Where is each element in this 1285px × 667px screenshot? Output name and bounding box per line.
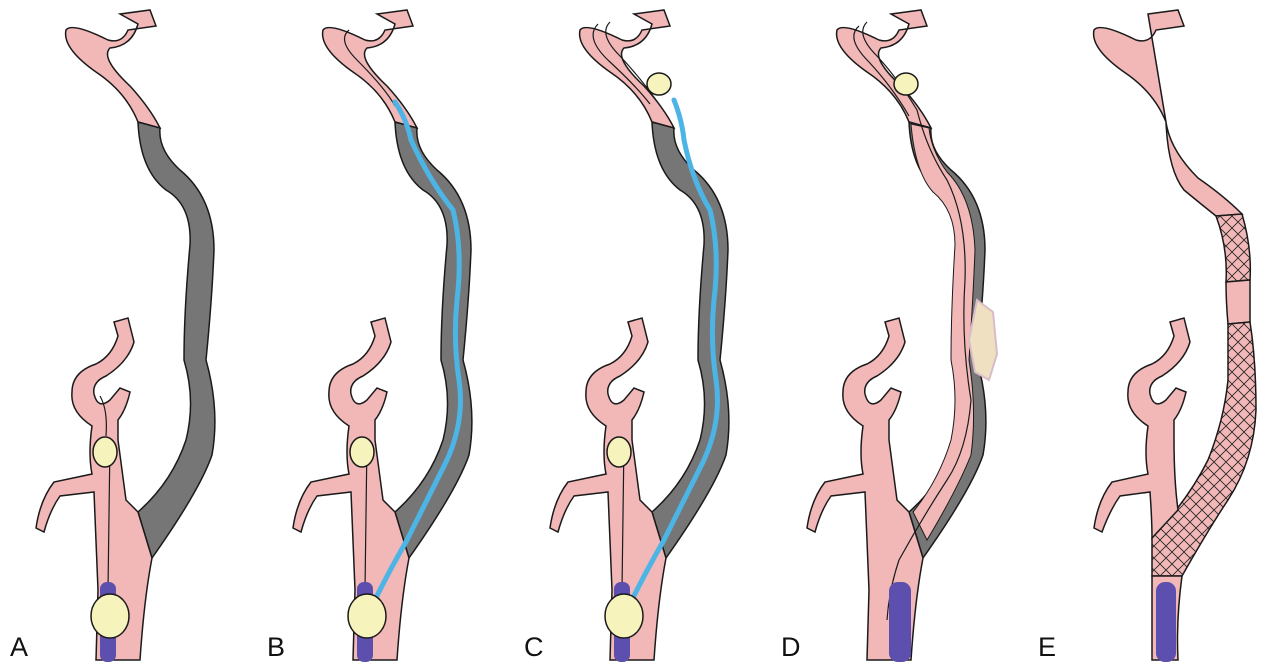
balloon-distal: [894, 73, 918, 95]
balloon-large: [348, 594, 386, 638]
panel-label-e: E: [1038, 634, 1056, 661]
balloon-small: [350, 437, 374, 467]
panel-b-drawing: [257, 0, 514, 667]
panel-label-a: A: [10, 634, 28, 661]
panel-e: E: [1028, 0, 1285, 667]
panel-d: D: [771, 0, 1028, 667]
panel-a-drawing: [0, 0, 257, 667]
balloon-small: [607, 437, 631, 467]
sheath: [889, 582, 911, 662]
panel-c-drawing: [514, 0, 771, 667]
panel-e-drawing: [1028, 0, 1285, 667]
stent-upper: [1216, 214, 1250, 282]
panel-label-b: B: [267, 634, 285, 661]
occluded-segment: [138, 122, 215, 558]
balloon-small: [93, 437, 117, 467]
panel-label-c: C: [524, 634, 544, 661]
panel-a: A: [0, 0, 257, 667]
panel-c: C: [514, 0, 771, 667]
balloon-large: [605, 594, 643, 638]
distal-carotid: [1094, 10, 1242, 216]
balloon-large: [91, 594, 129, 638]
panel-d-drawing: [771, 0, 1028, 667]
balloon-distal: [647, 73, 671, 95]
distal-carotid: [580, 10, 674, 128]
panel-label-d: D: [781, 634, 801, 661]
panel-b: B: [257, 0, 514, 667]
sheath: [1156, 582, 1176, 662]
vessel-gap: [1226, 280, 1250, 324]
distal-carotid: [66, 10, 160, 128]
